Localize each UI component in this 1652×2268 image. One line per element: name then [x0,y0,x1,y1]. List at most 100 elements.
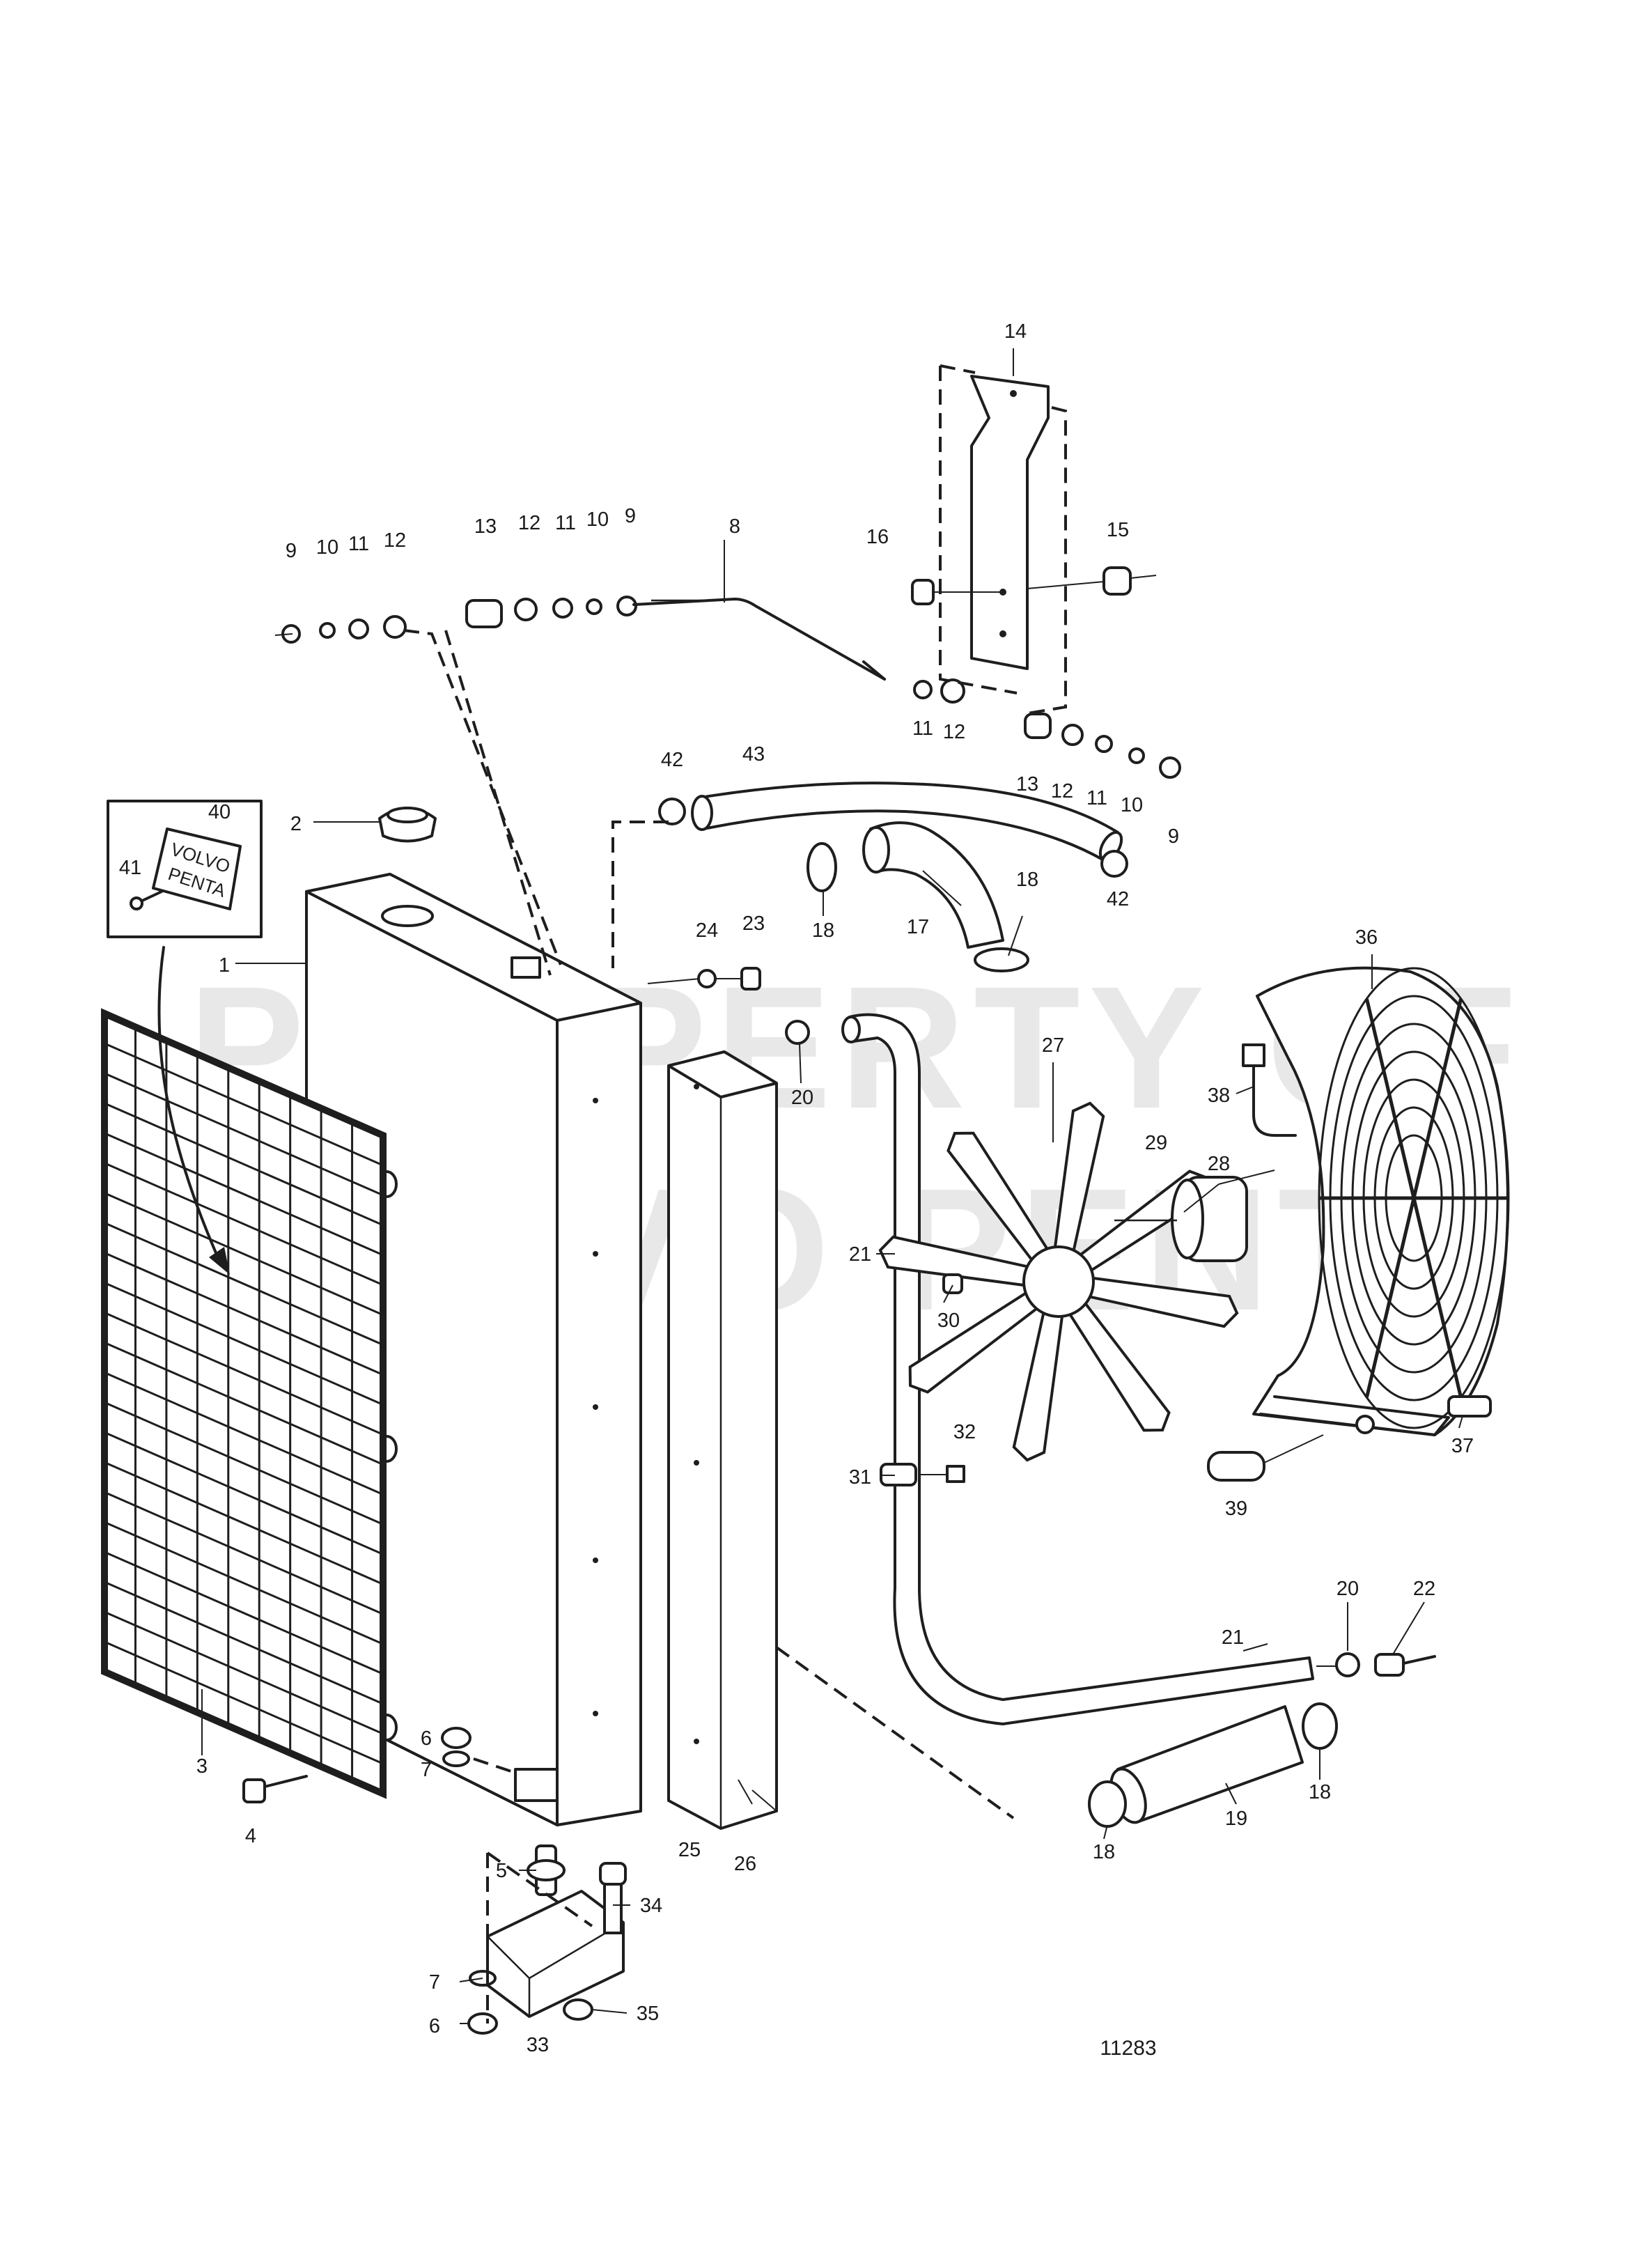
callout-24: 24 [696,919,718,942]
callout-37: 37 [1451,1435,1474,1457]
callout-18a: 18 [812,919,834,942]
connector-38 [1242,1043,1265,1067]
bolt-34 [599,1862,627,1886]
badge-location-arrow [157,946,221,1262]
callout-41: 41 [119,857,141,879]
callout-20a: 20 [791,1087,813,1109]
callout-20b: 20 [1337,1578,1359,1600]
hose-clamp-18-c [1088,1780,1127,1828]
badge-screw [138,890,163,903]
drawing-number: 11283 [1100,2037,1156,2060]
callout-11a: 11 [348,533,369,555]
lower-mounting [242,1727,627,2035]
callout-42a: 42 [661,749,683,771]
filler-neck [381,905,434,927]
callout-32: 32 [953,1421,976,1443]
front-grille [101,1008,387,1799]
fan-hub [1022,1245,1095,1318]
hose-43 [611,782,1128,968]
callout-13a: 13 [474,515,497,538]
callout-23: 23 [742,912,765,935]
callout-6b: 6 [429,2015,440,2037]
callout-31: 31 [849,1466,871,1489]
callout-33: 33 [527,2034,549,2056]
callout-7b: 7 [429,1971,440,1994]
callout-21b: 21 [1222,1626,1244,1649]
callout-40: 40 [208,801,231,823]
fitting-23-24 [647,967,761,991]
callout-14: 14 [1004,320,1027,343]
callout-16: 16 [866,526,889,548]
callout-27: 27 [1042,1034,1064,1057]
hose-19 [1088,1702,1338,1828]
mounting-bracket-33 [486,1890,625,2018]
callout-22: 22 [1413,1578,1435,1600]
callout-18d: 18 [1309,1781,1331,1803]
callout-3: 3 [196,1755,208,1778]
fittings-20-22 [1316,1652,1436,1677]
callout-26: 26 [734,1853,756,1875]
callout-36: 36 [1355,926,1378,949]
callout-18b: 18 [1016,869,1038,891]
callout-30: 30 [937,1310,960,1332]
hose-clamp-42-right [1100,850,1128,878]
hose-clamp-18-d [1302,1702,1338,1750]
pipe-21 [775,1013,1314,1819]
hose-clamp-42-left [658,798,686,825]
callout-6a: 6 [421,1727,432,1750]
radiator-side-rail [667,1050,778,1830]
fan-27 [878,1101,1239,1462]
callout-34: 34 [640,1895,662,1917]
nut-30 [942,1273,963,1294]
callout-8: 8 [729,515,740,538]
callout-5: 5 [496,1860,507,1882]
callout-9a: 9 [286,540,297,562]
callout-10a: 10 [316,536,338,559]
elbow-hose-17 [806,821,1029,972]
callout-13b: 13 [1016,773,1038,795]
callout-18c: 18 [1093,1841,1115,1863]
hose-clamp-18-b [974,947,1029,972]
callout-1: 1 [219,954,230,977]
callout-12b: 12 [518,512,540,534]
bushing-39 [1207,1451,1265,1482]
callout-11c: 11 [912,717,933,740]
callout-10b: 10 [586,508,609,531]
stay-rod-assembly [274,596,965,976]
support-bracket [911,364,1181,779]
bolt-4 [242,1778,266,1803]
callout-10c: 10 [1121,794,1143,816]
callout-28: 28 [1208,1153,1230,1175]
callout-21a: 21 [849,1243,871,1266]
callout-43: 43 [742,743,765,766]
callout-17: 17 [907,916,929,938]
hose-clamp-20-upper [785,1020,810,1045]
bolt-37 [1447,1395,1492,1418]
screw-32 [946,1465,965,1483]
leader-lines [201,348,1463,2024]
electric-fan-36 [1207,966,1510,1482]
badge-inset: VOLVO PENTA [107,800,263,1275]
callout-25: 25 [678,1839,701,1861]
callout-15: 15 [1107,519,1129,541]
callout-35: 35 [637,2003,659,2025]
callout-9b: 9 [625,505,636,527]
callout-12d: 12 [1051,780,1073,802]
callout-12c: 12 [943,721,965,743]
callout-4: 4 [245,1825,256,1847]
callout-11b: 11 [555,512,576,534]
callout-19: 19 [1225,1808,1247,1830]
callout-29: 29 [1145,1132,1167,1154]
callout-42b: 42 [1107,888,1129,910]
callout-39: 39 [1225,1498,1247,1520]
callout-11d: 11 [1086,787,1107,809]
callout-12a: 12 [384,529,406,552]
filler-cap [378,807,437,843]
hose-clamp-18-a [806,842,837,892]
volvo-penta-badge [152,828,242,910]
callout-9c: 9 [1168,825,1179,848]
nut-35 [563,1998,593,2021]
callout-2: 2 [290,813,302,835]
callout-labels: 1 2 3 4 5 6 6 7 7 8 9 10 11 12 13 12 11 … [119,320,1474,2060]
